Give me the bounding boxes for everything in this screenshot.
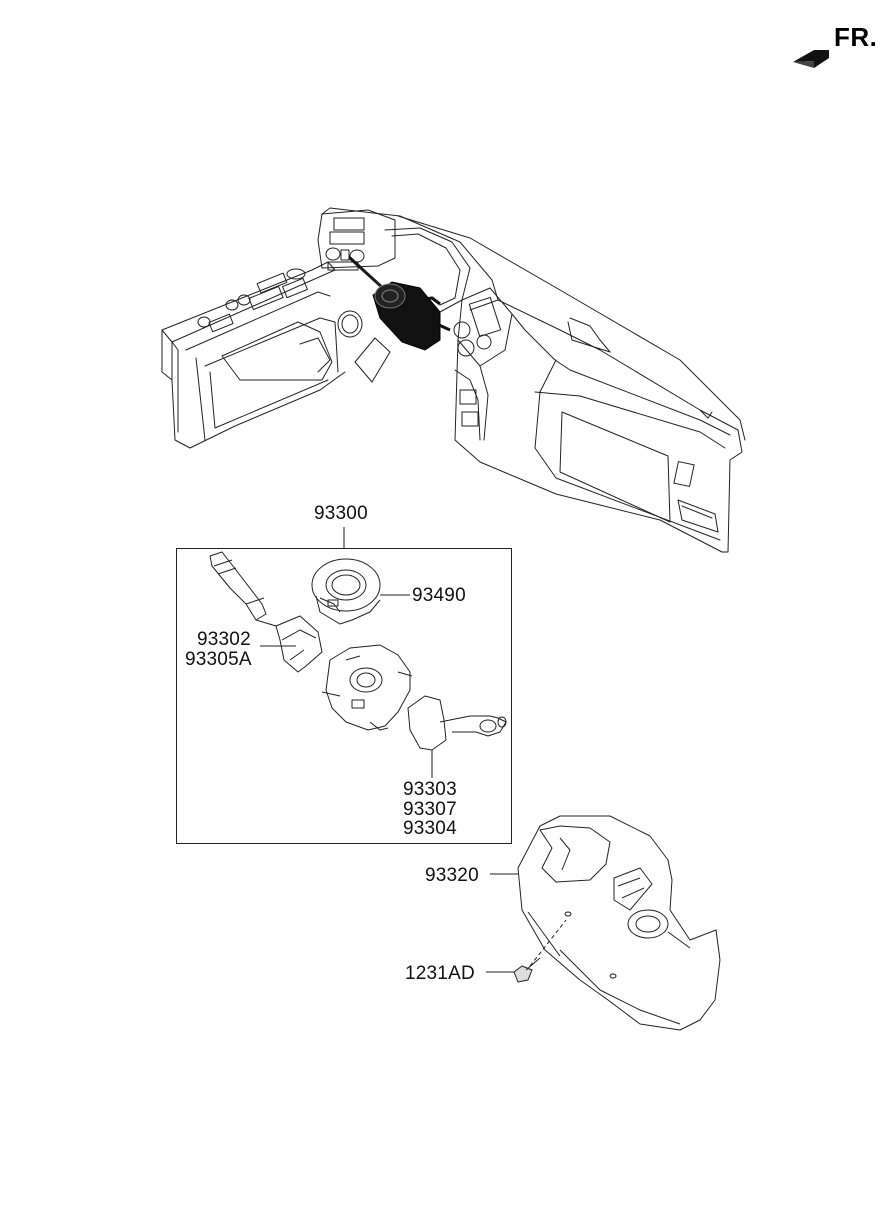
part-label-93303: 93303 xyxy=(403,779,457,800)
part-label-93300: 93300 xyxy=(314,503,368,524)
front-direction-label: FR. xyxy=(834,22,878,52)
part-label-93307: 93307 xyxy=(403,799,457,820)
assembly-group-box xyxy=(176,548,512,844)
part-label-1231AD: 1231AD xyxy=(405,963,475,984)
part-label-93302: 93302 xyxy=(197,629,251,650)
part-label-93305A: 93305A xyxy=(185,649,252,670)
part-label-93304: 93304 xyxy=(403,818,457,839)
part-label-93490: 93490 xyxy=(412,585,466,606)
part-label-93320: 93320 xyxy=(425,865,479,886)
